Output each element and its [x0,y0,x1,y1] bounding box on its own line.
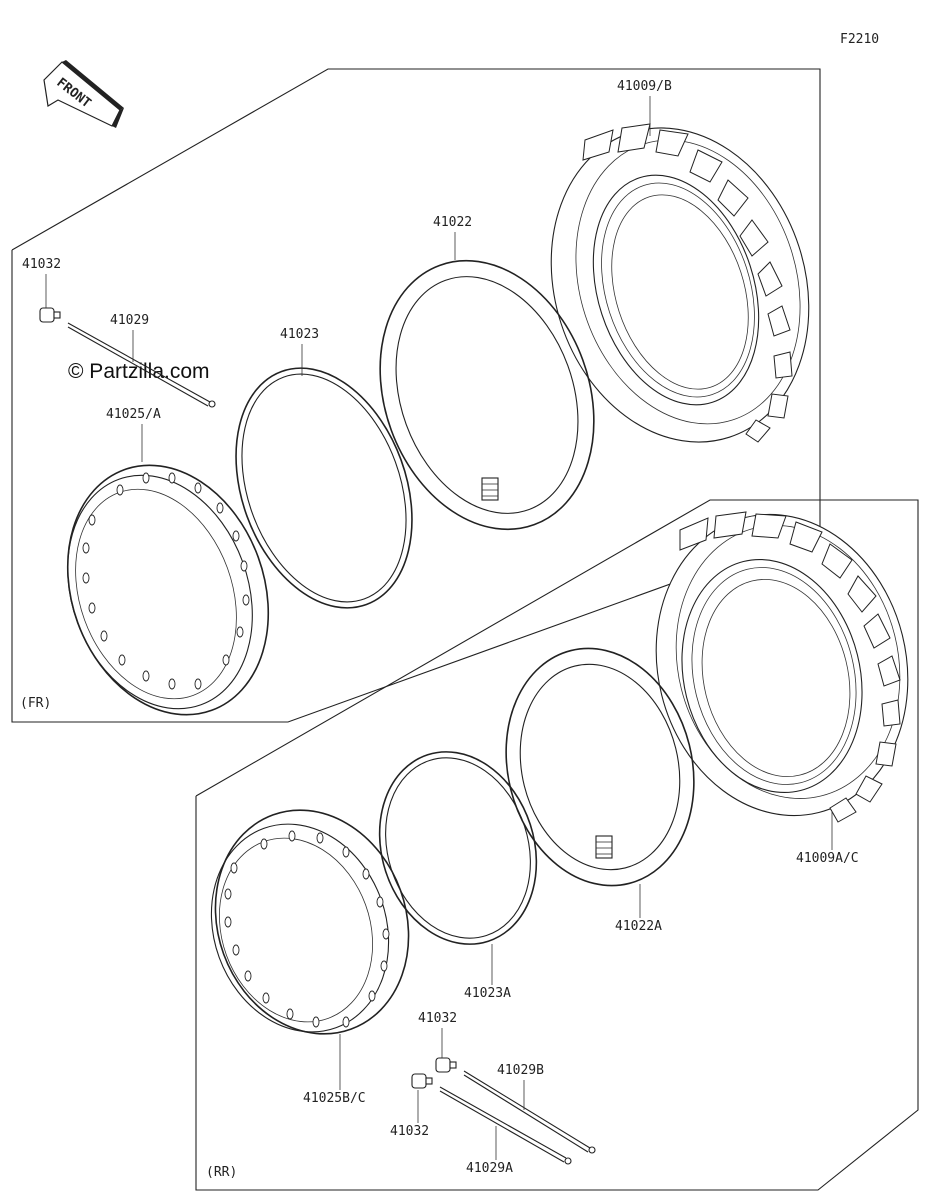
label-rear-rim: 41025B/C [303,1091,366,1106]
label-rear-tire: 41009A/C [796,851,859,866]
label-front-nipple: 41032 [22,257,61,272]
label-rear-spoke-b: 41029B [497,1063,544,1078]
front-tube-icon [379,259,595,531]
front-spoke-icon [67,322,216,408]
label-front-rim-band: 41023 [280,327,319,342]
front-rim-band-icon [235,367,413,609]
figure-code: F2210 [840,32,879,47]
rear-group-label: (RR) [206,1165,237,1180]
label-front-rim: 41025/A [106,407,161,422]
rear-nipple-top-icon [435,1057,457,1073]
front-panel: (FR) [11,68,821,723]
rear-tire-icon [655,511,909,823]
rear-spoke-b-icon [463,1070,596,1154]
label-rear-nipple-top: 41032 [418,1011,457,1026]
label-rear-rim-band: 41023A [464,986,511,1001]
rear-panel: (RR) [195,499,919,1191]
rear-nipple-bottom-icon [411,1073,433,1089]
front-tire-icon [550,123,810,443]
rear-rim-icon [210,809,410,1035]
front-arrow-icon: FRONT [43,60,124,128]
label-front-tube: 41022 [433,215,472,230]
label-front-spoke: 41029 [110,313,149,328]
rear-spoke-a-icon [439,1086,572,1165]
rear-valve-icon [595,835,613,859]
watermark: © Partzilla.com [68,360,210,383]
rear-tube-icon [505,647,695,887]
label-rear-nipple-bottom: 41032 [390,1124,429,1139]
label-front-tire: 41009/B [617,79,672,94]
label-rear-spoke-a: 41029A [466,1161,513,1176]
label-rear-tube: 41022A [615,919,662,934]
front-group-label: (FR) [20,696,51,711]
front-valve-icon [481,477,499,501]
front-nipple-icon [39,307,61,323]
front-rim-icon [66,464,270,716]
